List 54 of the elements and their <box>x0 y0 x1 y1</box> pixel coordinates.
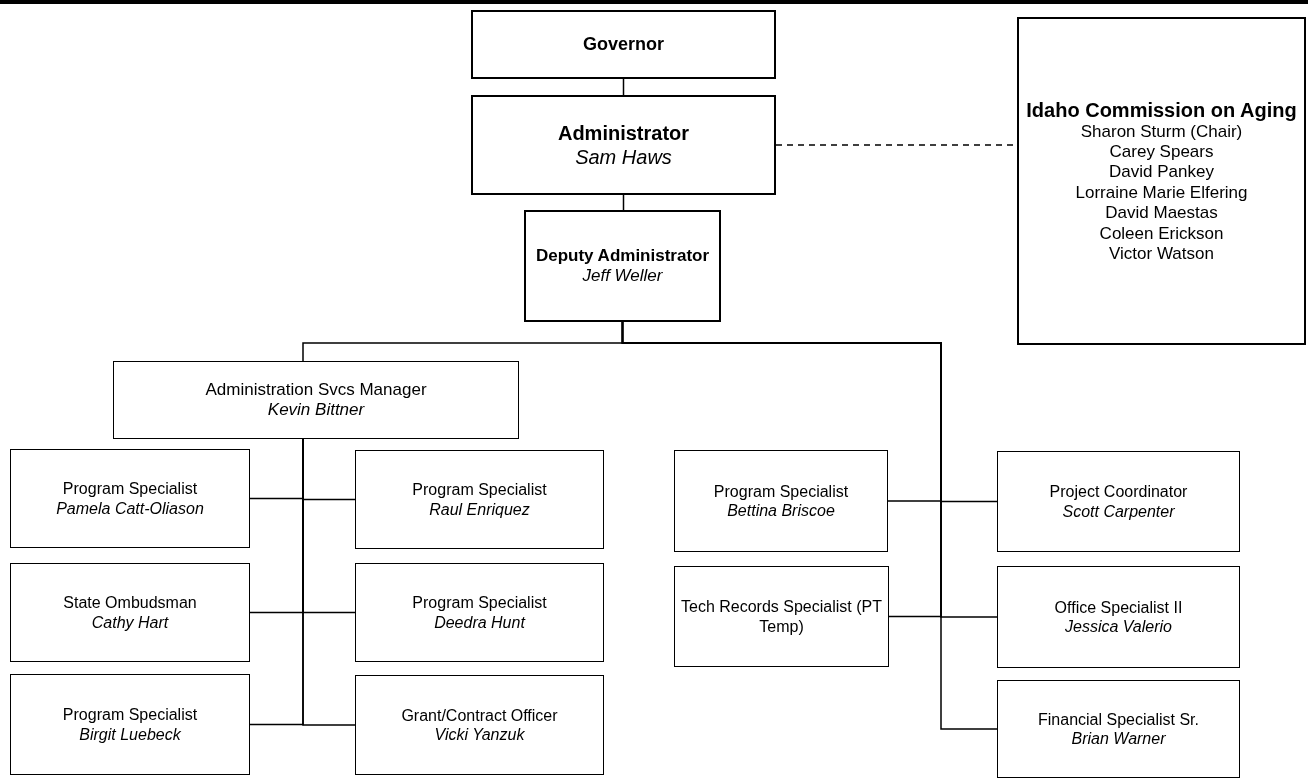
position-box <box>997 451 1240 552</box>
position-box <box>997 680 1240 778</box>
position-box <box>674 566 889 667</box>
position-box <box>355 450 604 549</box>
position-title: Program Specialist <box>61 479 199 499</box>
position-title: Program Specialist <box>61 705 199 725</box>
position-box <box>10 563 250 662</box>
position-box <box>471 95 776 195</box>
position-title: Deputy Administrator <box>534 245 711 266</box>
person-name: Kevin Bittner <box>266 400 366 421</box>
position-title: Project Coordinator <box>1048 482 1189 502</box>
person-name: Birgit Luebeck <box>78 724 182 744</box>
person-name: Jessica Valerio <box>1064 617 1173 637</box>
position-title: Office Specialist II <box>1053 597 1184 617</box>
position-box <box>997 566 1240 668</box>
person-name: Deedra Hunt <box>433 612 527 632</box>
position-box <box>674 450 888 552</box>
member-name: David Pankey <box>1108 162 1215 183</box>
position-box <box>10 449 250 548</box>
member-name: David Maestas <box>1104 203 1219 224</box>
position-box <box>10 674 250 775</box>
member-name: Coleen Erickson <box>1098 223 1225 244</box>
person-name: Pamela Catt-Oliason <box>55 498 205 518</box>
member-name: Lorraine Marie Elfering <box>1074 182 1249 204</box>
commission-box <box>1017 17 1306 345</box>
position-title: Program Specialist <box>712 481 850 501</box>
position-title: Program Specialist <box>411 593 548 613</box>
position-title: Tech Records Specialist (PT Temp) <box>680 597 883 636</box>
position-box <box>113 361 519 439</box>
position-box <box>471 10 776 79</box>
position-title: Administration Svcs Manager <box>204 379 428 400</box>
position-title: Administrator <box>556 121 691 145</box>
person-name: Cathy Hart <box>90 612 170 632</box>
connector-line <box>621 321 998 730</box>
position-box <box>355 563 604 662</box>
position-box <box>524 210 721 322</box>
connector-line <box>302 438 356 726</box>
commission-title: Idaho Commission on Aging <box>1025 97 1298 122</box>
position-box <box>355 675 604 775</box>
position-title: Grant/Contract Officer <box>400 705 559 725</box>
person-name: Scott Carpenter <box>1061 501 1176 521</box>
person-name: Raul Enriquez <box>428 499 531 519</box>
person-name: Vicki Yanzuk <box>433 725 526 745</box>
position-title: Governor <box>582 33 665 56</box>
person-name: Jeff Weller <box>581 266 664 287</box>
member-name: Victor Watson <box>1108 243 1215 265</box>
person-name: Bettina Briscoe <box>726 501 836 521</box>
position-title: Financial Specialist Sr. <box>1037 709 1200 729</box>
position-title: State Ombudsman <box>62 593 198 613</box>
member-name: Sharon Sturm (Chair) <box>1079 121 1244 142</box>
person-name: Sam Haws <box>574 145 673 169</box>
person-name: Brian Warner <box>1070 729 1167 749</box>
member-name: Carey Spears <box>1108 142 1215 163</box>
position-title: Program Specialist <box>411 480 548 500</box>
